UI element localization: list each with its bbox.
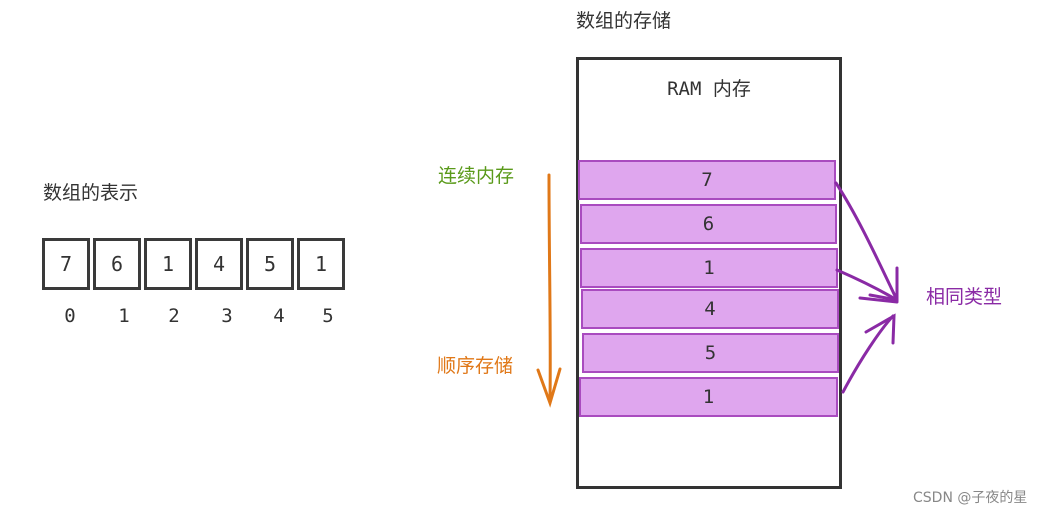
array-cell: 7 — [42, 238, 90, 290]
array-cell: 4 — [195, 238, 243, 290]
array-index: 4 — [273, 305, 285, 327]
sequential-storage-label: 顺序存储 — [437, 355, 514, 377]
array-representation-title: 数组的表示 — [43, 182, 139, 204]
array-cell: 1 — [144, 238, 192, 290]
array-index: 0 — [64, 305, 76, 327]
array-index: 2 — [168, 305, 180, 327]
same-type-arrows-icon — [834, 181, 899, 394]
array-index: 1 — [118, 305, 130, 327]
memory-cell: 5 — [582, 333, 839, 373]
memory-cell: 4 — [581, 289, 839, 329]
array-cell: 5 — [246, 238, 294, 290]
memory-cell: 6 — [580, 204, 837, 244]
same-type-label: 相同类型 — [926, 286, 1003, 308]
array-cell: 1 — [297, 238, 345, 290]
memory-cell: 1 — [580, 248, 838, 288]
memory-cell: 7 — [578, 160, 836, 200]
contiguous-memory-label: 连续内存 — [438, 165, 515, 187]
memory-cell: 1 — [579, 377, 838, 417]
array-cell: 6 — [93, 238, 141, 290]
watermark: CSDN @子夜的星 — [913, 490, 1028, 506]
array-storage-title: 数组的存储 — [576, 10, 672, 32]
array-index: 5 — [322, 305, 334, 327]
array-index: 3 — [221, 305, 233, 327]
ram-label: RAM 内存 — [667, 78, 751, 100]
sequential-arrow-icon — [536, 173, 562, 408]
